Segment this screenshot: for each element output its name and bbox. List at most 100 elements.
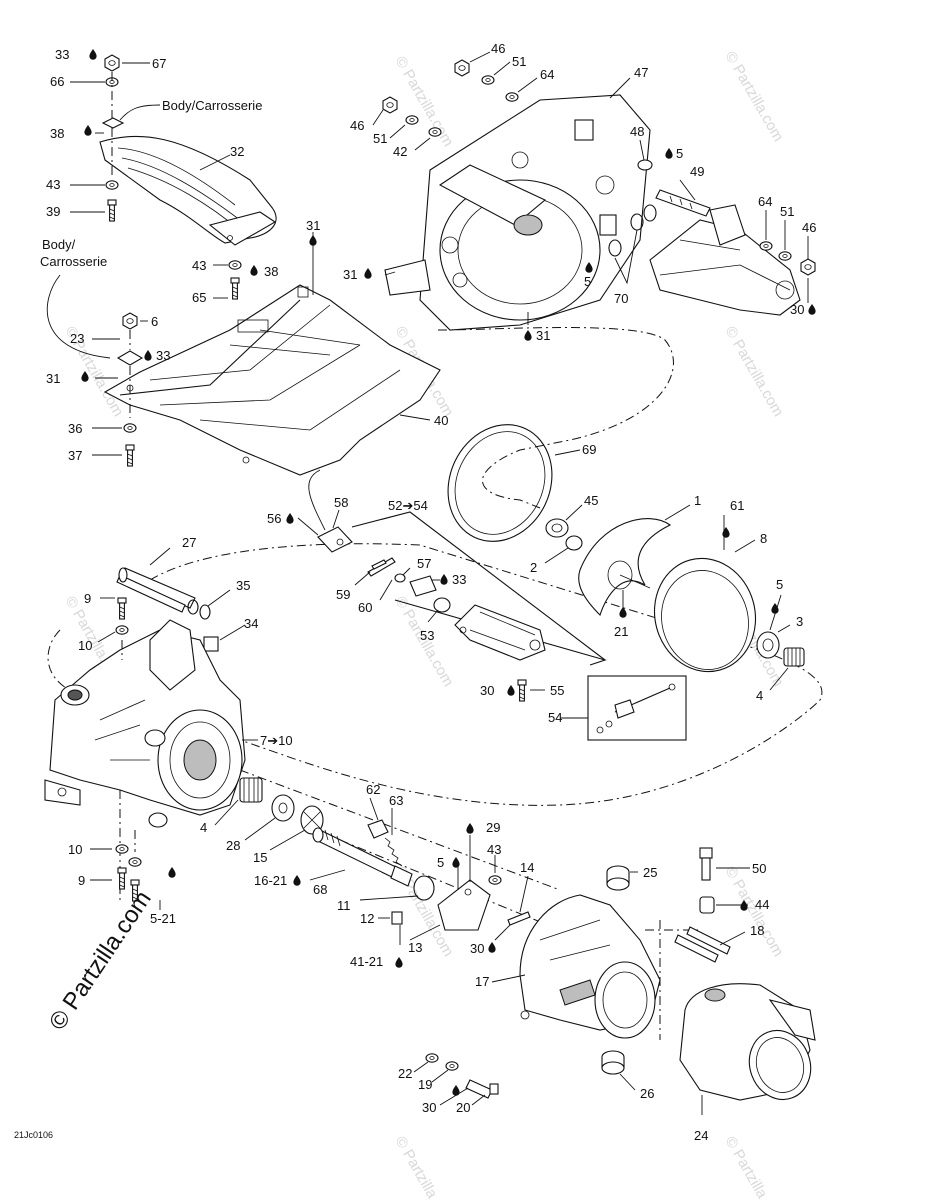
- spacer-62: [367, 819, 389, 839]
- callout: 17: [475, 974, 489, 989]
- callout: 37: [68, 448, 82, 463]
- drop-icon: [309, 235, 317, 246]
- wear-ring-8: [653, 557, 757, 673]
- callout: 49: [690, 164, 704, 179]
- spacer-48: [637, 159, 653, 171]
- callout: Carrosserie: [40, 254, 107, 269]
- callout: 28: [226, 838, 240, 853]
- callout: 11: [337, 898, 351, 913]
- bolt-50: [699, 847, 713, 881]
- callout: 55: [550, 683, 564, 698]
- callout: 9: [78, 873, 85, 888]
- callout: 31: [536, 328, 550, 343]
- callout: 56: [267, 511, 281, 526]
- venturi-17: [519, 894, 661, 1039]
- thrust-bearing-15: [300, 805, 324, 835]
- callout: 29: [486, 820, 500, 835]
- drop-icon: [89, 49, 97, 60]
- callout: 54: [548, 710, 562, 725]
- callout: 69: [582, 442, 596, 457]
- callout: 4: [756, 688, 763, 703]
- drop-icon: [722, 527, 730, 538]
- callout: 44: [755, 897, 769, 912]
- callout: 9: [84, 591, 91, 606]
- seal-3: [756, 631, 780, 659]
- stud-49: [655, 189, 711, 217]
- callout: 58: [334, 495, 348, 510]
- callout: 38: [264, 264, 278, 279]
- callout: 33: [55, 47, 69, 62]
- callout: 46: [350, 118, 364, 133]
- plate-23: [116, 350, 144, 366]
- callout: 59: [336, 587, 350, 602]
- drop-icon: [364, 268, 372, 279]
- callout: 26: [640, 1086, 654, 1101]
- drop-icon: [452, 1085, 460, 1096]
- drop-icon: [507, 685, 515, 696]
- plate-38: [101, 117, 125, 129]
- callout: 18: [750, 923, 764, 938]
- callout: 34: [244, 616, 258, 631]
- callout: Body/: [42, 237, 76, 252]
- screw-14: [507, 911, 531, 926]
- watermark: © Partzilla.com: [722, 1134, 787, 1200]
- drop-icon: [293, 875, 301, 886]
- bearing-4: [783, 647, 805, 667]
- callout: 65: [192, 290, 206, 305]
- callout: 35: [236, 578, 250, 593]
- callout: 5: [776, 577, 783, 592]
- callout: 14: [520, 860, 534, 875]
- callout: 5-21: [150, 911, 176, 926]
- callout: 31: [306, 218, 320, 233]
- callout: 6: [151, 314, 158, 329]
- pump-housing-7-10: [44, 619, 246, 828]
- callout: 42: [393, 144, 407, 159]
- o-ring-11: [413, 875, 435, 901]
- boot-69: [447, 424, 553, 542]
- callout: 38: [50, 126, 64, 141]
- callout: 2: [530, 560, 537, 575]
- drop-icon: [395, 957, 403, 968]
- callout: 16-21: [254, 873, 287, 888]
- bushing-26: [601, 1050, 625, 1075]
- nozzle-24: [679, 983, 816, 1101]
- drop-icon: [168, 867, 176, 878]
- callout: 48: [630, 124, 644, 139]
- callout: 70: [614, 291, 628, 306]
- tube-27: [116, 567, 196, 613]
- drop-icon: [808, 304, 816, 315]
- drop-icon: [144, 350, 152, 361]
- watermark: © Partzilla.com: [722, 324, 787, 420]
- callout: 60: [358, 600, 372, 615]
- leader-lines: [46, 51, 809, 1115]
- linkage-54: [596, 683, 676, 734]
- callout: 32: [230, 144, 244, 159]
- callout: 31: [343, 267, 357, 282]
- callout: 31: [46, 371, 60, 386]
- callout: 43: [487, 842, 501, 857]
- washer-28: [271, 794, 295, 822]
- callout: 3: [796, 614, 803, 629]
- pins-18: [674, 926, 731, 963]
- kit-frame-54: [560, 675, 687, 741]
- callout: 45: [584, 493, 598, 508]
- callout: 66: [50, 74, 64, 89]
- callout: 64: [758, 194, 772, 209]
- callout: 1: [694, 493, 701, 508]
- callout: 40: [434, 413, 448, 428]
- callout: 30: [480, 683, 494, 698]
- callout: 41-21: [350, 954, 383, 969]
- callout: 61: [730, 498, 744, 513]
- callout: 30: [790, 302, 804, 317]
- callout: 68: [313, 882, 327, 897]
- callout: 51: [512, 54, 526, 69]
- spring-63: [384, 837, 403, 867]
- callout: 8: [760, 531, 767, 546]
- drop-icon: [440, 574, 448, 585]
- callout: 43: [192, 258, 206, 273]
- figure-code: 21Jc0106: [14, 1130, 54, 1140]
- screw-59: [367, 557, 396, 577]
- callout: 5: [676, 146, 683, 161]
- o-rings-70: [608, 204, 657, 257]
- drop-icon: [524, 330, 532, 341]
